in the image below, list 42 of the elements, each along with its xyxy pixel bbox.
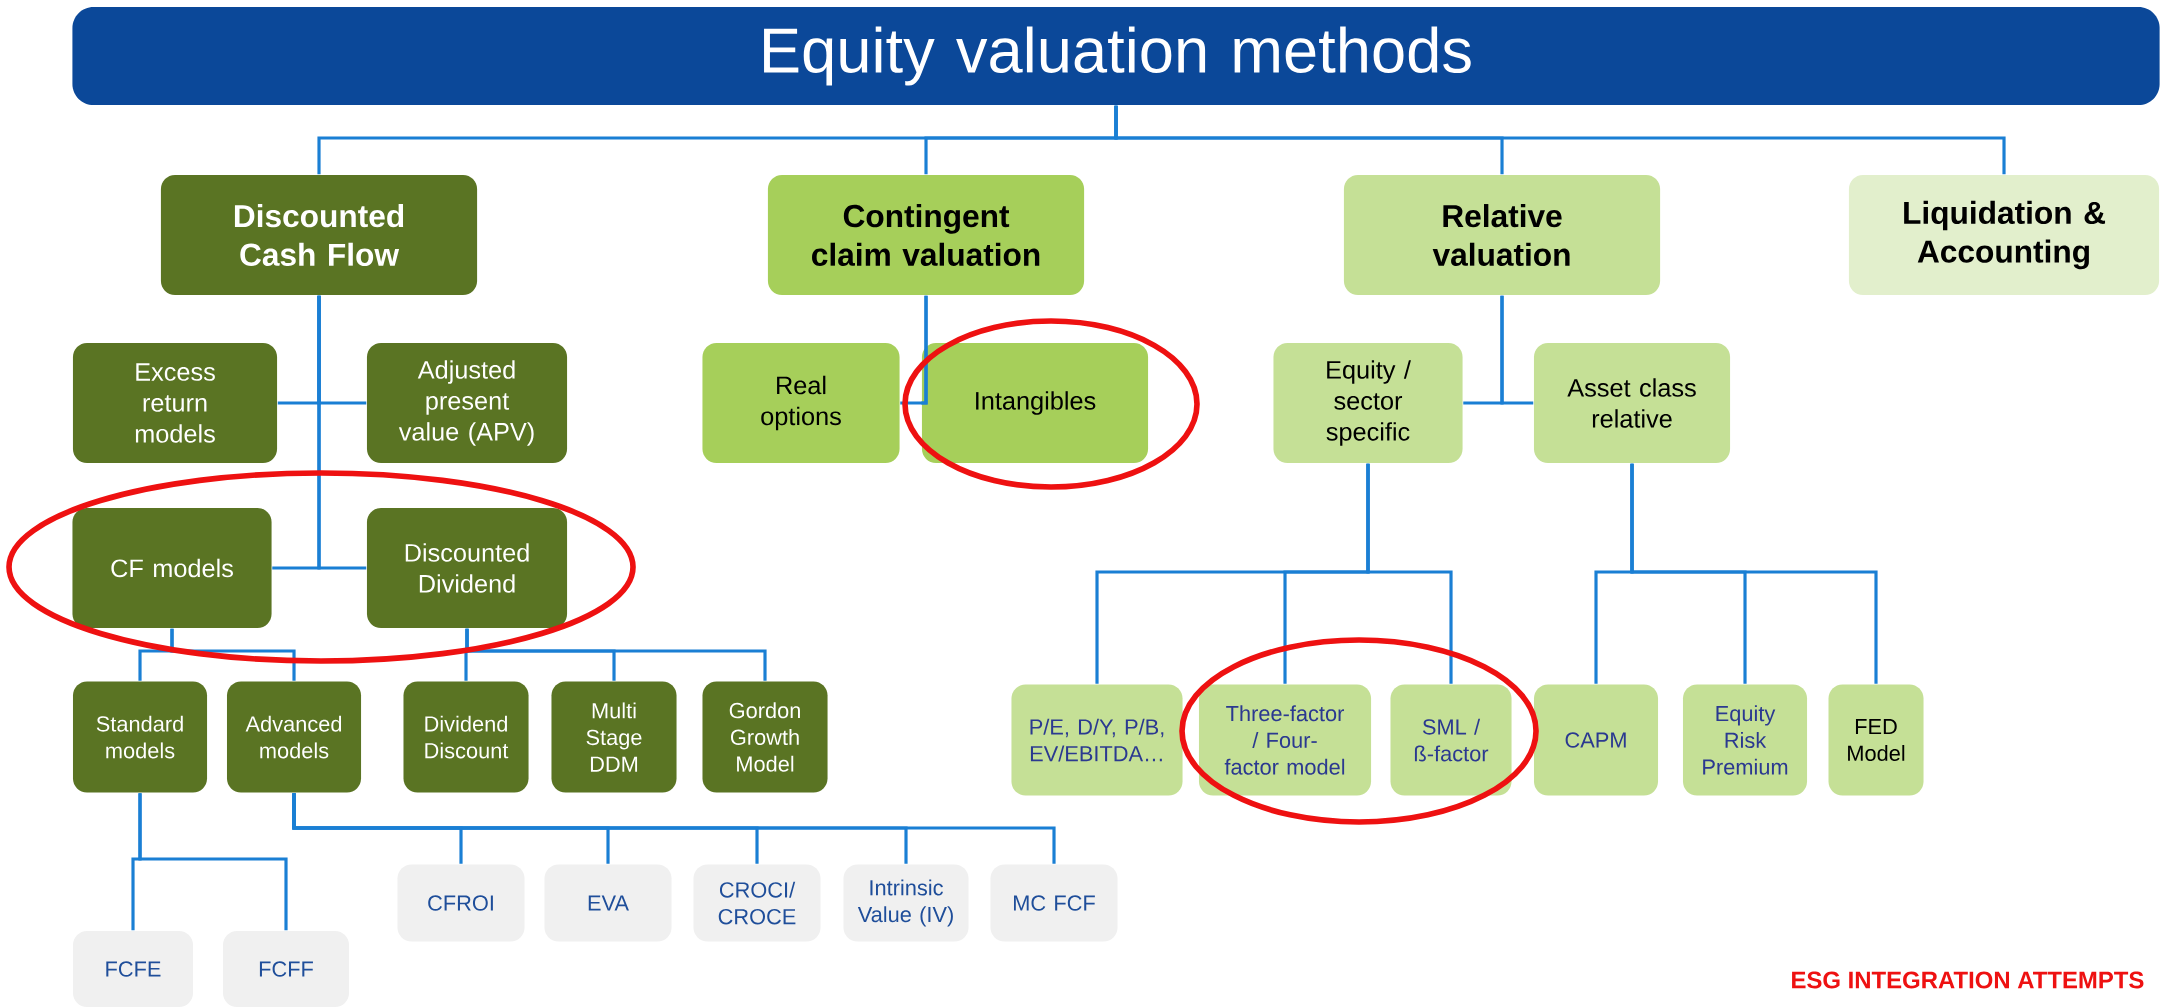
- model-box: Gordon Growth Model: [702, 681, 828, 793]
- connector-line: [292, 793, 1056, 864]
- connector-line: [1366, 463, 1453, 684]
- model-box: Three-factor / Four-factor model: [1198, 684, 1372, 796]
- method-box: Intangibles: [921, 343, 1149, 464]
- model-box: CROCI/ CROCE: [693, 864, 821, 942]
- connector-line: [170, 628, 296, 681]
- method-box: Equity / sector specific: [1273, 343, 1463, 464]
- model-box: P/E, D/Y, P/B, EV/EBITDA…: [1011, 684, 1183, 796]
- connector-line: [465, 628, 767, 681]
- model-box: SML / ß-factor: [1390, 684, 1512, 796]
- connector-line: [921, 295, 928, 405]
- model-box: Intrinsic Value (IV): [843, 864, 969, 942]
- model-box: Dividend Discount: [403, 681, 529, 793]
- connector-line: [1114, 105, 2006, 175]
- method-box: Discounted Dividend: [366, 507, 568, 629]
- category-box: Contingent claim valuation: [767, 174, 1085, 296]
- connector-line: [1630, 463, 1878, 684]
- title-bar: Equity valuation methods: [72, 7, 2160, 106]
- model-box: FCFF: [223, 931, 350, 1008]
- model-box: MC FCF: [990, 864, 1118, 942]
- method-box: Real options: [702, 343, 900, 464]
- category-box: Relative valuation: [1343, 174, 1661, 296]
- model-box: CAPM: [1534, 684, 1659, 796]
- method-box: CF models: [72, 507, 272, 629]
- model-box: Advanced models: [227, 681, 362, 793]
- note-text: ESG INTEGRATION ATTEMPTS: [1792, 971, 2144, 989]
- method-box: Adjusted present value (APV): [366, 343, 568, 464]
- model-box: CFROI: [397, 864, 525, 942]
- model-box: FED Model: [1828, 684, 1924, 796]
- model-box: EVA: [544, 864, 672, 942]
- method-box: Excess return models: [72, 343, 278, 464]
- category-box: Liquidation & Accounting: [1848, 174, 2160, 296]
- connector-line: [317, 295, 367, 570]
- model-box: Equity Risk Premium: [1682, 684, 1808, 796]
- connector-line: [1500, 295, 1534, 405]
- category-box: Discounted Cash Flow: [160, 174, 478, 296]
- connector-line: [138, 793, 288, 931]
- model-box: Standard models: [73, 681, 208, 793]
- model-box: Multi Stage DDM: [551, 681, 677, 793]
- model-box: FCFE: [73, 931, 194, 1008]
- method-box: Asset class relative: [1533, 343, 1731, 464]
